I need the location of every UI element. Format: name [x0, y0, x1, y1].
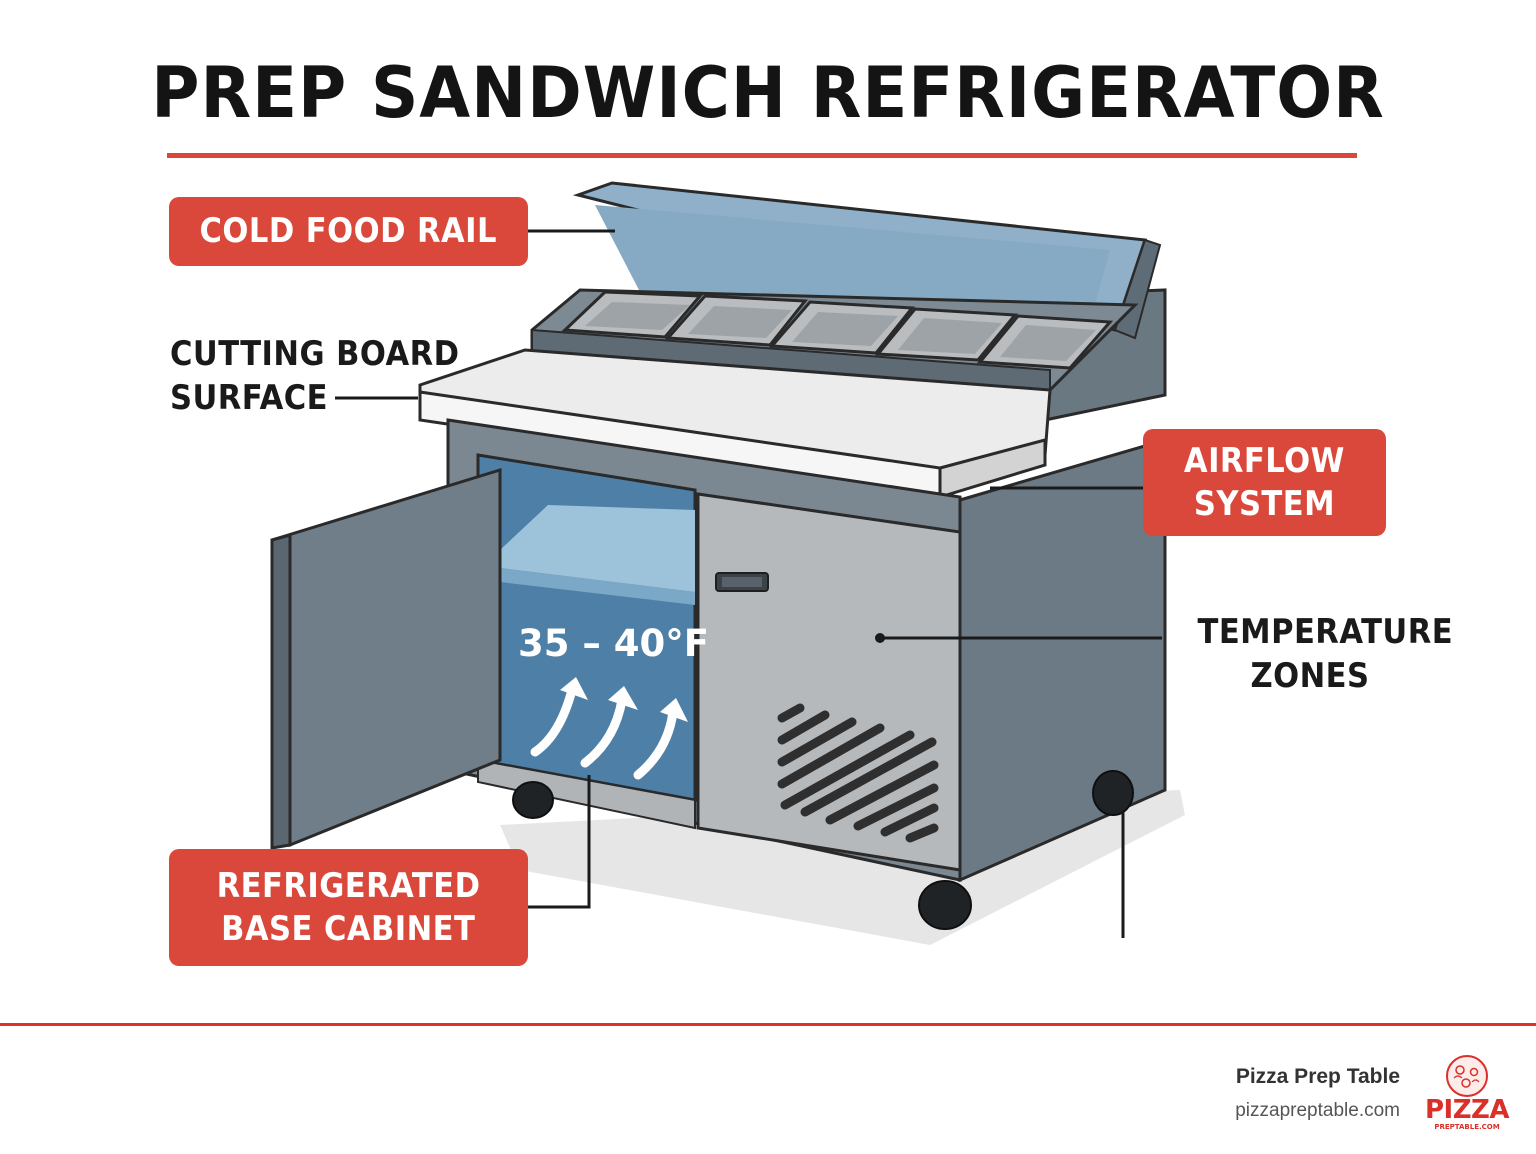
open-door-edge [270, 533, 292, 850]
leader-lines [335, 229, 1162, 938]
pizza-logo-icon [1446, 1055, 1488, 1097]
caster-front-right [918, 880, 972, 930]
cutting-board-side [938, 438, 1047, 500]
label-base-cabinet-line2: BASE CABINET [221, 908, 476, 949]
leader-base-cabinet [528, 775, 591, 909]
label-airflow-line2: SYSTEM [1193, 483, 1336, 524]
footer-brand-name: Pizza Prep Table [1235, 1065, 1400, 1088]
caster-back-right [1092, 770, 1134, 816]
open-door [270, 467, 502, 848]
label-cutting-board-line2: SURFACE [170, 378, 329, 418]
label-base-cabinet-line1: REFRIGERATED [216, 865, 481, 906]
airflow-arrows [530, 685, 678, 780]
footer-url: pizzapreptable.com [1235, 1100, 1400, 1121]
temperature-point [875, 633, 885, 643]
label-cold-food-rail: COLD FOOD RAIL [169, 197, 528, 266]
label-cutting-board-surface: CUTTING BOARD SURFACE [170, 332, 492, 420]
label-temperature-line2: ZONES [1250, 656, 1370, 696]
label-airflow-system: AIRFLOW SYSTEM [1143, 429, 1386, 536]
label-airflow-line1: AIRFLOW [1184, 440, 1345, 481]
footer-divider [0, 1023, 1536, 1026]
logo-wordmark: PIZZA [1424, 1095, 1510, 1125]
casters [512, 770, 1134, 930]
caster-front-left [512, 781, 554, 819]
label-temperature-zones: TEMPERATURE ZONES [1185, 610, 1454, 698]
label-cutting-board-line1: CUTTING BOARD [170, 334, 460, 374]
page-title: PREP SANDWICH REFRIGERATOR [151, 52, 1385, 134]
label-refrigerated-base-cabinet: REFRIGERATED BASE CABINET [169, 849, 528, 966]
temperature-range-label: 35 – 40°F [518, 622, 710, 665]
interior-lower-sill [477, 758, 696, 830]
title-underline [167, 153, 1357, 158]
refrigerator-illustration [270, 181, 1185, 945]
vent-grille [777, 703, 939, 843]
logo-subtext: PREPTABLE.COM [1434, 1123, 1500, 1131]
label-temperature-line1: TEMPERATURE [1197, 612, 1454, 652]
interior-shelf [500, 505, 695, 592]
